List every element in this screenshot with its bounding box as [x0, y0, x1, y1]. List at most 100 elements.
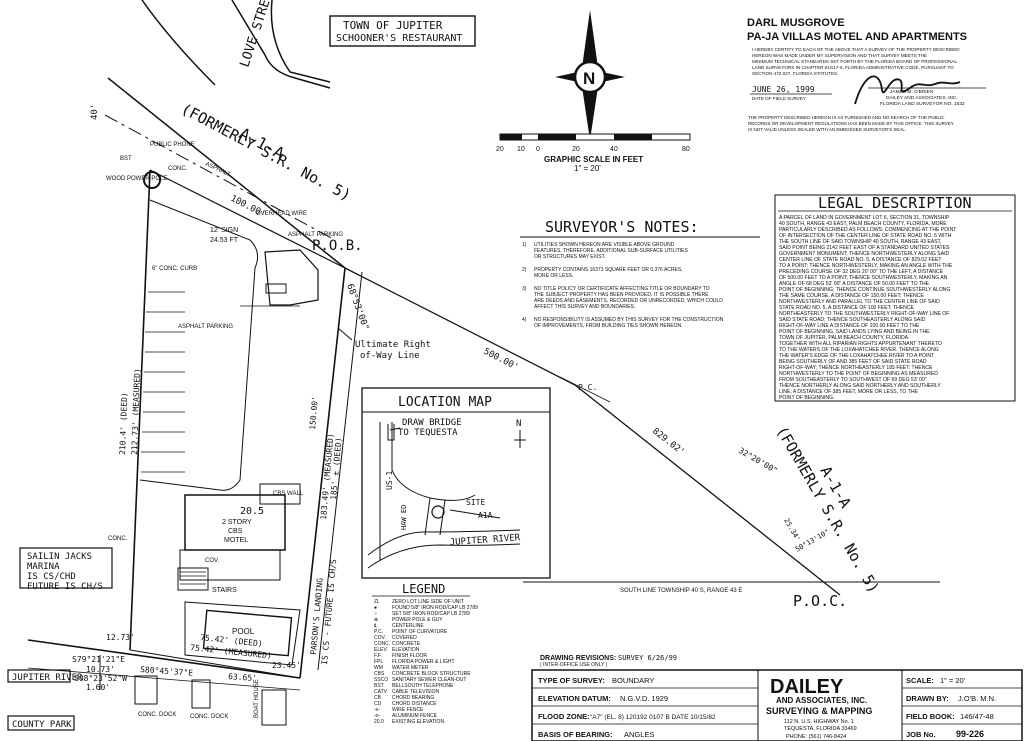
legend-sym-5: P.C.: [374, 629, 383, 635]
revisions-value: SURVEY 6/26/99: [618, 654, 677, 662]
legend-sym-13: SSCO: [374, 677, 388, 683]
legal-line-27: NORTHWESTERLY TO THE POINT OF BEGINNING …: [779, 371, 938, 377]
motel-line-2: CBS: [228, 528, 243, 535]
disclaimer-line-3: IS NOT VALID UNLESS SEALED WITH AN EMBOS…: [748, 127, 906, 132]
angle-68: 68°53'00": [344, 283, 370, 332]
jupiter-river-box: JUPITER RIVER: [7, 669, 83, 683]
legend-txt-15: CABLE TELEVISION: [392, 689, 440, 695]
legend-txt-8: ELEVATION: [392, 647, 420, 653]
legal-line-12: ANGLE OF 68 DEG 53' 00" A DISTANCE OF 50…: [779, 281, 930, 287]
sign-label: 12' SIGN: [210, 227, 238, 234]
legal-line-5: THE SOUTH LINE OF SAID TOWNSHIP 40 SOUTH…: [779, 239, 941, 245]
sailin-jacks-line-4: FUTURE IS CH/S: [27, 582, 103, 592]
field-label: FIELD BOOK:: [906, 712, 955, 721]
legend-sym-19: -o-: [374, 713, 380, 719]
scale-tick-5: 80: [682, 146, 690, 153]
legal-line-25: BEING SOUTHERLY OF AND 385 FEET OF SAID …: [779, 359, 927, 365]
legal-line-14: THE SAME COURSE, A DISTANCE OF 150.00 FE…: [779, 293, 924, 299]
location-map-haw: HAW ED: [400, 505, 408, 530]
ultimate-row-line-1: Ultimate Right: [355, 340, 431, 350]
certification-line-5: SECTION 472.027, FLORIDA STATUTES.: [752, 71, 838, 76]
note-4-num: 4): [522, 317, 527, 323]
location-map: LOCATION MAP DRAW BRIDGE TO TEQUESTA N U…: [361, 387, 551, 579]
legend-txt-3: POWER POLE & GUY: [392, 617, 443, 623]
legend-txt-13: SANITARY SEWER CLEAN-OUT: [392, 677, 466, 683]
legend-sym-11: WM: [374, 665, 383, 671]
cbs-wall-label: CBS WALL: [273, 491, 304, 497]
legal-line-7: GOVERNMENT MONUMENT; THENCE NORTHWESTERL…: [779, 251, 950, 257]
note-3-line-4: AFFECT THIS SURVEY AND BOUNDARIES.: [534, 304, 635, 310]
road-a1a-top: [104, 77, 346, 269]
note-1-line-2: FEATURES, THEREFORE, ADDITIONAL SUB-SURF…: [534, 248, 688, 254]
location-map-bridge-1: DRAW BRIDGE: [402, 418, 462, 428]
legend-txt-7: CONCRETE: [392, 641, 421, 647]
parsons-landing-line-2: IS CS - FUTURE IS CH/S: [320, 559, 338, 666]
scale-tick-0: 20: [496, 146, 504, 153]
legend-sym-15: CATV: [374, 689, 388, 695]
centerline-to-poc: [344, 267, 841, 596]
town-box-line-1: TOWN OF JUPITER: [343, 19, 443, 32]
legend-txt-5: POINT OF CURVATURE: [392, 629, 448, 635]
conc-dock-2: CONC. DOCK: [190, 714, 228, 720]
scale-value: 1" = 20': [940, 676, 966, 685]
legend-sym-3: ⊗: [374, 617, 378, 623]
legend-txt-20: EXISTING ELEVATION: [392, 719, 444, 725]
note-3-line-3: ARE DEEDS AND EASEMENTS, RECORDED OR UNR…: [534, 298, 723, 304]
note-3-line-1: NO TITLE POLICY OR CERTIFICATE AFFECTING…: [534, 286, 710, 292]
legal-line-24: THE WATER'S EDGE OF THE LOXAHATCHEE RIVE…: [779, 353, 934, 359]
location-map-north: N: [516, 419, 521, 429]
legend-txt-2: SET 5/8" IRON ROD/CAP LB 2789: [392, 611, 470, 617]
conc-top-label: CONC.: [168, 166, 188, 172]
legal-line-26: RIGHT-OF-WAY; THENCE NORTHEASTERLY 185 F…: [779, 365, 933, 371]
bearing-1: S79°21'21"E: [72, 655, 125, 664]
location-map-us1: US-1: [385, 471, 394, 490]
legend-txt-0: ZERO LOT LINE SIDE OF UNIT: [392, 599, 464, 605]
legal-line-10: PRECEDING COURSE OF 32 DEG 20' 00" TO TH…: [779, 269, 944, 275]
surveyors-notes: SURVEYOR'S NOTES: 1) UTILITIES SHOWN HER…: [520, 218, 760, 329]
client-name: DARL MUSGROVE: [747, 17, 845, 29]
scale-tick-2: 0: [536, 146, 540, 153]
dim-10: 10.73': [86, 665, 115, 674]
legal-line-2: 40 SOUTH, RANGE 43 EAST, PALM BEACH COUN…: [779, 221, 947, 227]
motel-line-3: MOTEL: [224, 537, 248, 544]
sailin-jacks-line-3: IS CS/CHD: [27, 572, 76, 582]
dim-12: 12.73': [106, 633, 135, 642]
pob-label: P.O.B.: [312, 238, 363, 254]
legal-line-20: POINT OF BEGINNING. SAID LANDS LYING AND…: [779, 329, 930, 335]
legal-line-16: STATE ROAD NO. 5, A DISTANCE OF 100 FEET…: [779, 305, 915, 311]
legal-line-15: NORTHWESTERLY AND PARALLEL TO THE CENTER…: [779, 299, 940, 305]
certification-line-4: LAND SURVEYORS IN CHAPTER 61G17-6, FLORI…: [752, 65, 954, 70]
elevation-label: ELEVATION DATUM:: [538, 694, 611, 703]
scale-tick-4: 40: [610, 146, 618, 153]
bearing-2: S08°23'52"W: [74, 674, 127, 683]
legal-line-22: TOGETHER WITH ALL RIPARIAN RIGHTS APPURT…: [779, 341, 942, 347]
disclaimer-line-2: RECORDS OR DEVELOPMENT REGULATIONS HAS B…: [748, 121, 954, 126]
road-width-label: 40': [90, 104, 100, 120]
sailin-jacks-line-2: MARINA: [27, 562, 60, 572]
legend-txt-1: FOUND 5/8" IRON ROD/CAP LB 2789: [392, 605, 478, 611]
legend-txt-12: CONCRETE BLOCK STRUCTURE: [392, 671, 471, 677]
legal-line-1: A PARCEL OF LAND IN GOVERNMENT LOT 6, SE…: [779, 215, 950, 221]
motel-elevation: 20.5: [240, 506, 264, 517]
note-1-num: 1): [522, 242, 527, 248]
conc-curb-label: 6" CONC. CURB: [152, 266, 197, 272]
north-arrow-letter: N: [583, 69, 595, 88]
scale-label: SCALE:: [906, 676, 934, 685]
note-4-line-2: OF IMPROVEMENTS, FROM BUILDING TIES SHOW…: [534, 323, 683, 329]
flood-value: "A7" (EL. 8) 120192 0107 B DATE 10/15/82: [590, 714, 716, 721]
note-2-line-2: MORE OR LESS.: [534, 273, 573, 279]
angle-32: 32°20'00": [737, 446, 779, 475]
legal-line-11: OF 500.00 FEET TO A POINT; THENCE SOUTHW…: [779, 275, 948, 281]
note-1-line-1: UTILITIES SHOWN HEREON ARE VISIBLE ABOVE…: [534, 242, 675, 248]
north-arrow-icon: N: [555, 10, 625, 140]
pc-label: P.C.: [578, 383, 597, 392]
motel-line-1: 2 STORY: [222, 519, 252, 526]
dim-right-150: 150.00': [308, 396, 320, 430]
field-value: 146/47-48: [960, 712, 994, 721]
wood-power-pole-label: WOOD POWER POLE: [106, 176, 167, 182]
town-box: TOWN OF JUPITER SCHOONER'S RESTAURANT: [329, 15, 476, 47]
parcel-boundary: [27, 169, 363, 690]
firm-service: SURVEYING & MAPPING: [766, 706, 872, 716]
note-4-line-1: NO RESPONSIBILITY IS ASSUMED BY THIS SUR…: [534, 317, 724, 323]
drawn-label: DRAWN BY:: [906, 694, 949, 703]
